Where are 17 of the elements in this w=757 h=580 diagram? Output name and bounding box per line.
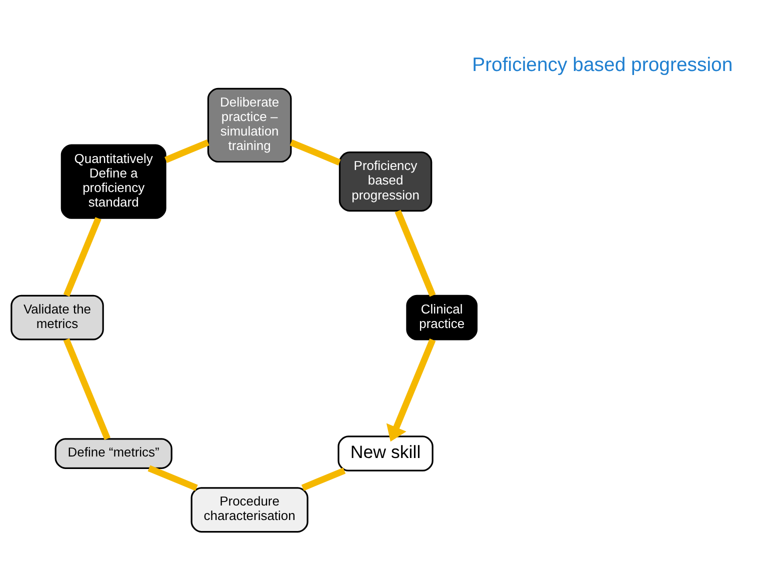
connector	[63, 217, 102, 297]
node-box: Deliberate practice – simulation training	[207, 88, 292, 163]
connector	[63, 338, 110, 440]
node-box: Quantitatively Define a proficiency standard	[60, 144, 166, 219]
node-box: New skill	[338, 436, 434, 472]
node-box: Clinical practice	[406, 294, 478, 340]
node-box: Procedure characterisation	[190, 487, 308, 533]
connector	[394, 210, 436, 297]
connector	[290, 139, 341, 166]
label: Proficiency based progression	[472, 54, 733, 76]
connector	[148, 465, 198, 491]
arrow	[386, 338, 436, 442]
node-box: Define “metrics”	[54, 438, 172, 469]
connector	[301, 468, 346, 491]
node-box: Proficiency based progression	[338, 152, 432, 212]
connector	[164, 139, 210, 163]
node-box: Validate the metrics	[10, 294, 104, 340]
